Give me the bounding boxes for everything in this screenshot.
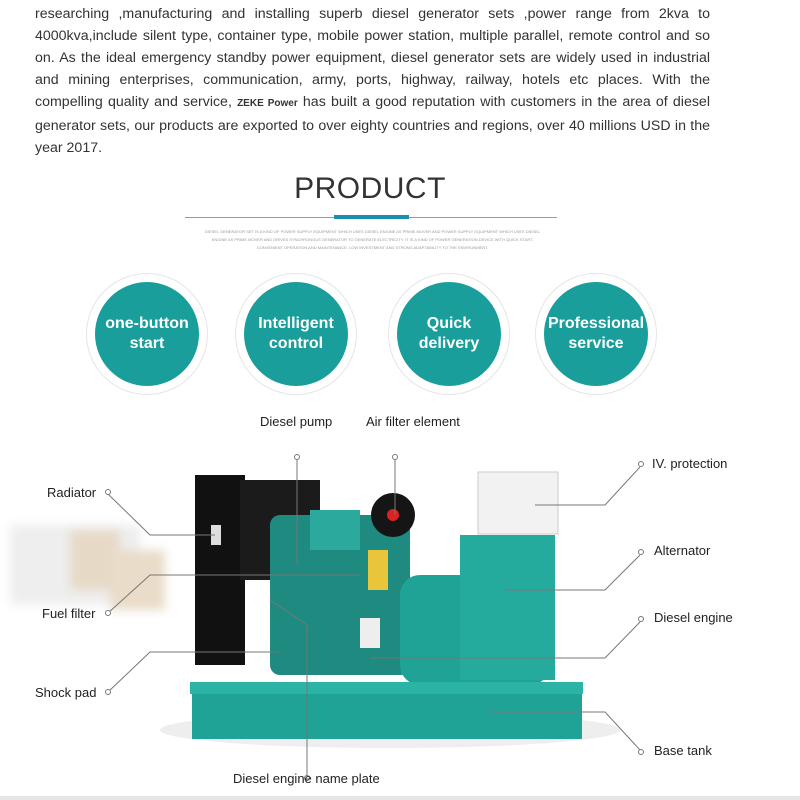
callout-lines xyxy=(105,454,644,781)
feature-label: Quick xyxy=(426,315,472,332)
radiator-shape xyxy=(195,475,245,665)
feature-professional-service: Professional service xyxy=(535,273,657,395)
label-fuel-filter: Fuel filter xyxy=(42,606,96,621)
brand-name: ZEKE Power xyxy=(237,98,298,109)
label-shock-pad: Shock pad xyxy=(35,685,97,700)
intro-text: researching ,manufacturing and installin… xyxy=(35,6,710,110)
feature-label: Intelligent xyxy=(258,315,334,332)
blurred-background-boxes xyxy=(10,525,165,610)
feature-label: start xyxy=(129,335,165,352)
section-title: PRODUCT xyxy=(294,172,446,205)
feature-label: one-button xyxy=(105,315,189,332)
intro-paragraph: researching ,manufacturing and installin… xyxy=(35,3,710,159)
feature-intelligent-control: Intelligent control xyxy=(235,273,357,395)
label-diesel-engine: Diesel engine xyxy=(654,610,733,625)
label-protection: IV. protection xyxy=(652,456,728,471)
feature-label: Professional xyxy=(547,315,645,332)
feature-label: control xyxy=(268,335,324,352)
feature-one-button-start: one-button start xyxy=(86,273,208,395)
label-alternator: Alternator xyxy=(654,543,711,558)
feature-label: service xyxy=(568,335,624,352)
bottom-divider xyxy=(0,796,800,800)
control-box xyxy=(477,471,559,535)
label-base-tank: Base tank xyxy=(654,743,712,758)
title-accent-bar xyxy=(334,215,409,219)
label-radiator: Radiator xyxy=(47,485,97,500)
label-name-plate: Diesel engine name plate xyxy=(233,771,380,786)
label-diesel-pump: Diesel pump xyxy=(260,414,333,429)
generator-diagram xyxy=(10,454,644,781)
feature-quick-delivery: Quick delivery xyxy=(388,273,510,395)
intro-text-end: has built a good reputation with custome… xyxy=(35,94,710,156)
feature-label: delivery xyxy=(418,335,480,352)
base-tank-shape xyxy=(190,682,583,694)
label-air-filter: Air filter element xyxy=(366,414,460,429)
product-description: DIESEL GENERATOR SET IS A KIND OF POWER … xyxy=(204,229,541,250)
